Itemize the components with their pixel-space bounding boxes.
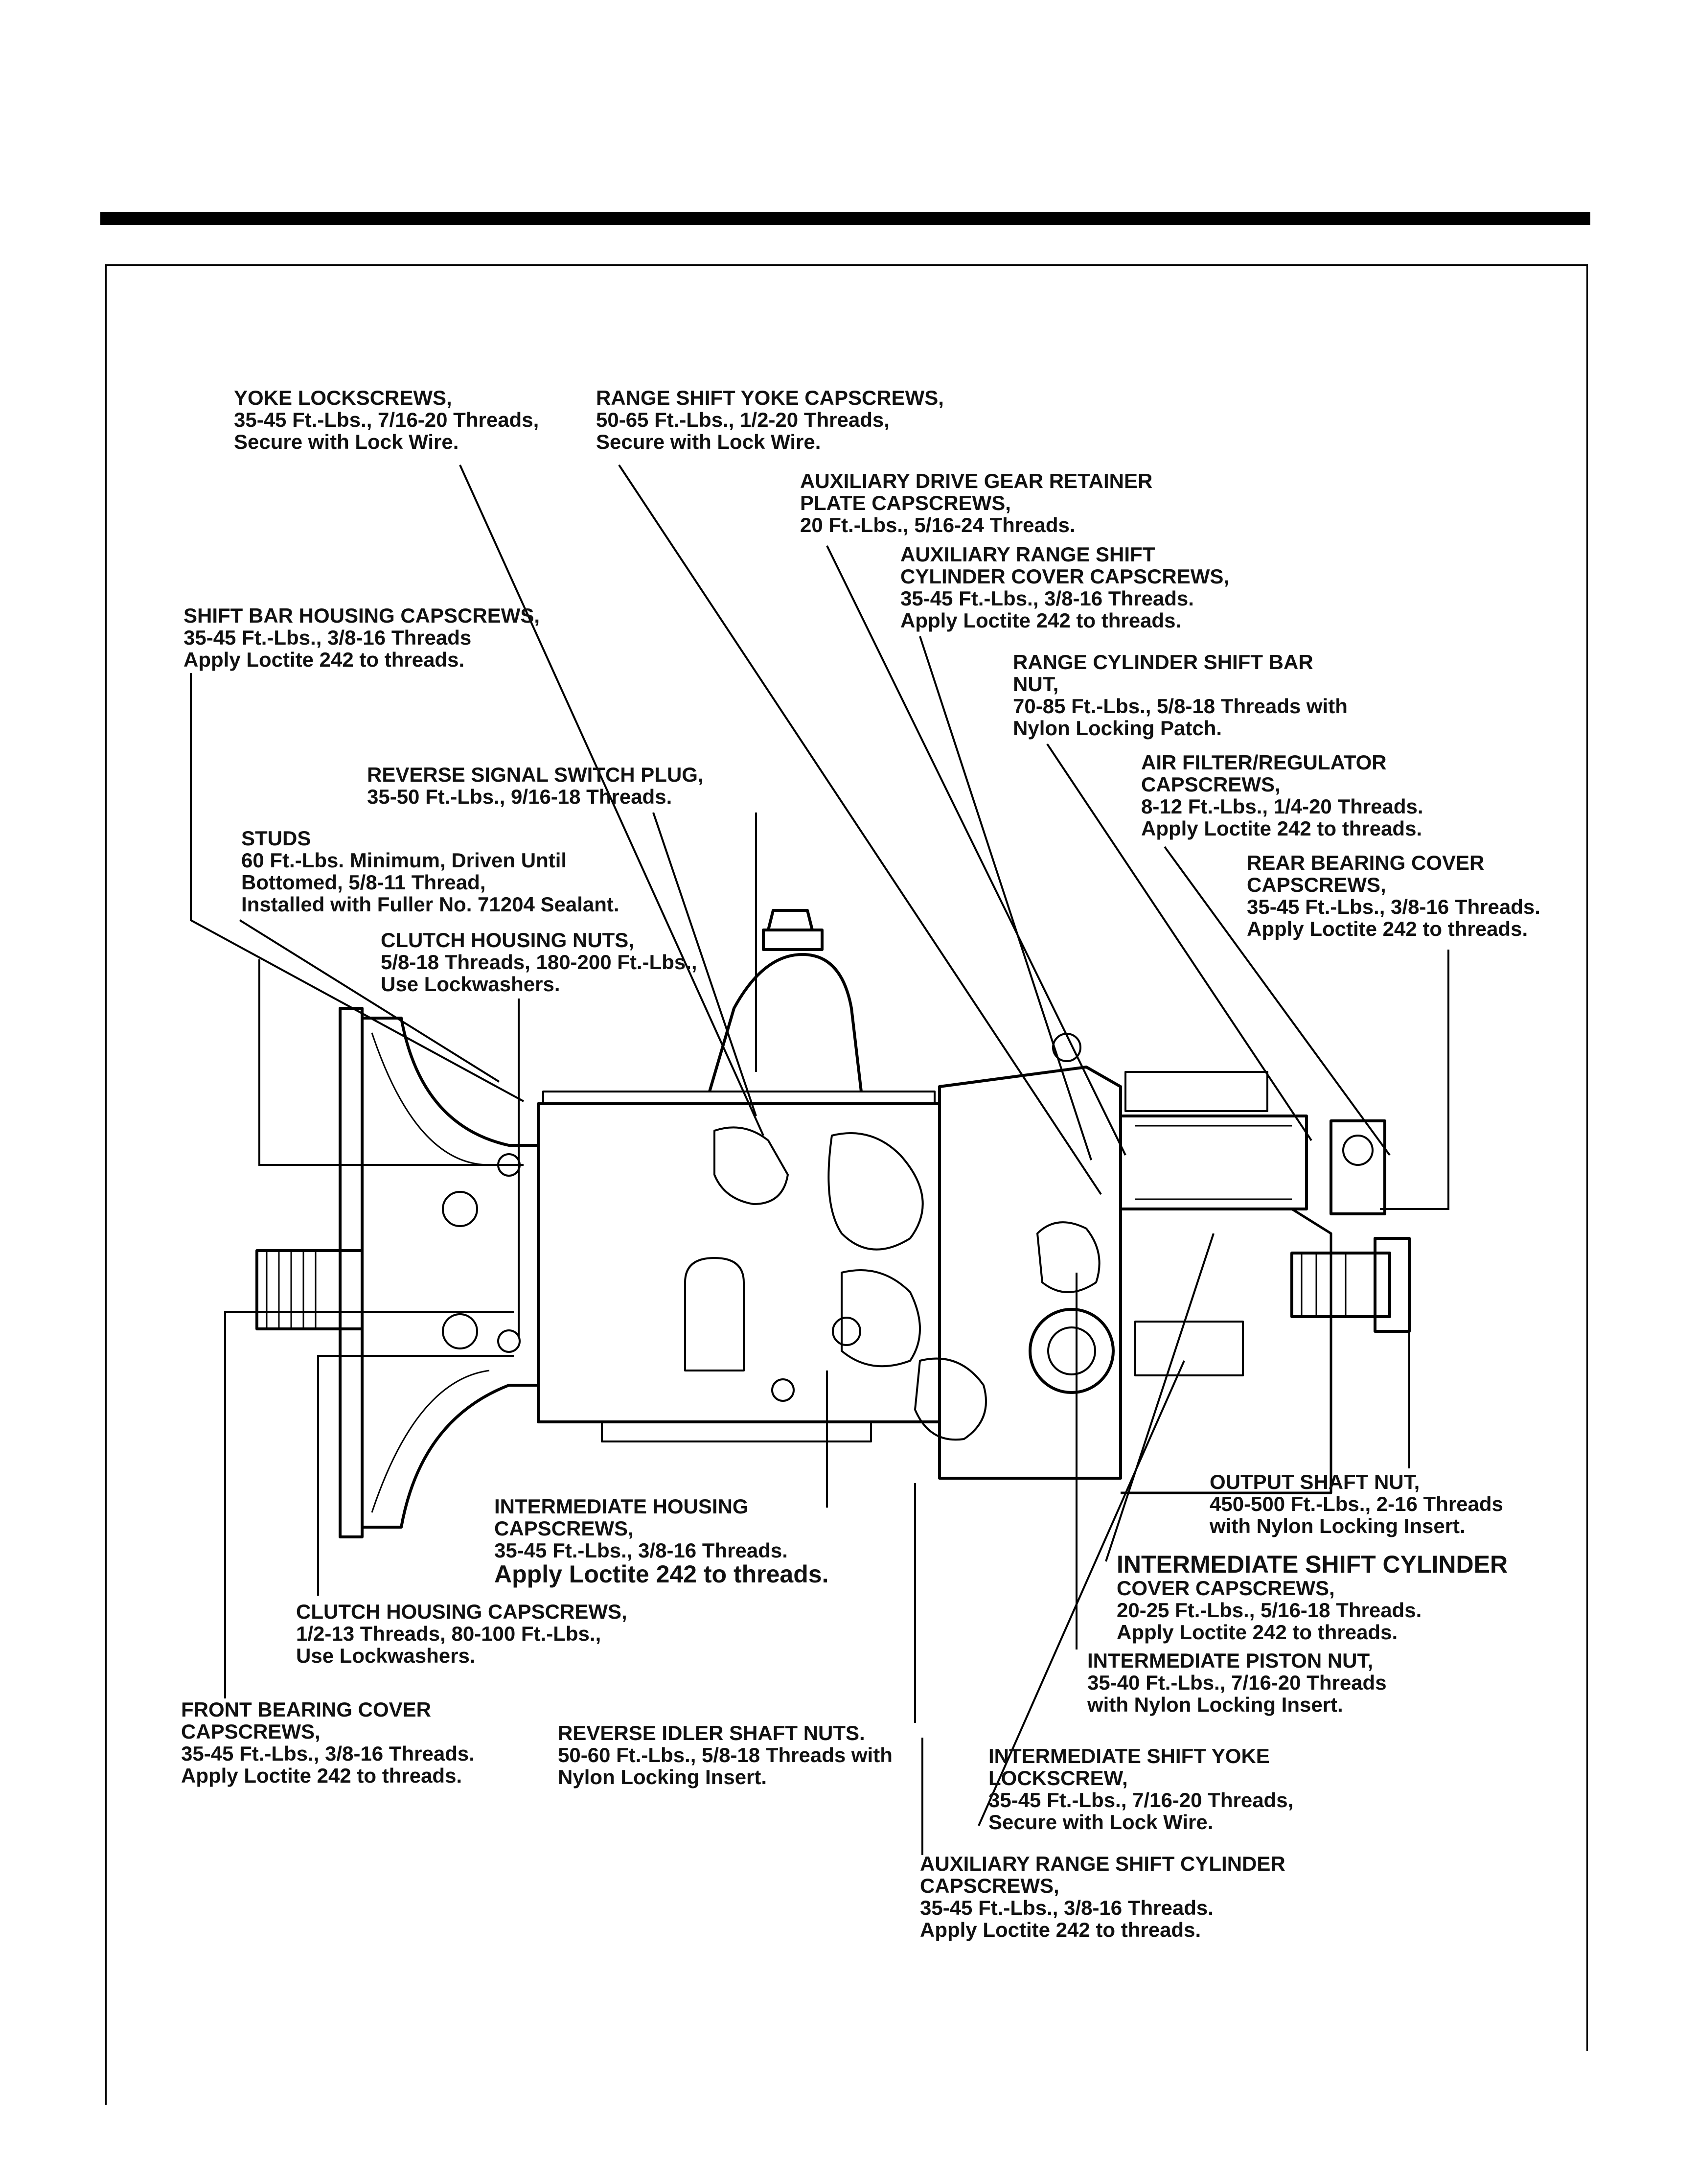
output-shaft (1290, 1252, 1391, 1318)
callout-reverse-idler-shaft-nuts: REVERSE IDLER SHAFT NUTS. 50-60 Ft.-Lbs.… (558, 1721, 893, 1789)
callout-output-shaft-nut: OUTPUT SHAFT NUT, 450-500 Ft.-Lbs., 2-16… (1210, 1470, 1503, 1537)
callout-aux-range-shift-cover: AUXILIARY RANGE SHIFT CYLINDER COVER CAP… (900, 543, 1230, 632)
callout-rear-bearing-cover: REAR BEARING COVER CAPSCREWS, 35-45 Ft.-… (1247, 851, 1540, 940)
main-housing (537, 1102, 941, 1423)
callout-intermediate-housing: INTERMEDIATE HOUSING CAPSCREWS, 35-45 Ft… (494, 1495, 829, 1588)
callout-clutch-housing-nuts: CLUTCH HOUSING NUTS, 5/8-18 Threads, 180… (381, 929, 697, 996)
frame-left-border (105, 264, 107, 2105)
callout-air-filter-regulator: AIR FILTER/REGULATOR CAPSCREWS, 8-12 Ft.… (1141, 751, 1423, 840)
header-rule (100, 212, 1590, 225)
frame-top-border (105, 264, 1588, 266)
callout-front-bearing-cover: FRONT BEARING COVER CAPSCREWS, 35-45 Ft.… (181, 1698, 475, 1787)
auxiliary-housing (938, 1066, 1122, 1480)
callout-studs: STUDS 60 Ft.-Lbs. Minimum, Driven Until … (241, 827, 619, 916)
callout-shift-bar-housing: SHIFT BAR HOUSING CAPSCREWS, 35-45 Ft.-L… (183, 604, 540, 671)
callout-intermediate-shift-yoke-lockscrew: INTERMEDIATE SHIFT YOKE LOCKSCREW, 35-45… (988, 1744, 1294, 1834)
callout-clutch-housing-capscrews: CLUTCH HOUSING CAPSCREWS, 1/2-13 Threads… (296, 1600, 627, 1667)
callout-range-cylinder-shift-bar-nut: RANGE CYLINDER SHIFT BAR NUT, 70-85 Ft.-… (1013, 651, 1348, 740)
callout-intermediate-piston-nut: INTERMEDIATE PISTON NUT, 35-40 Ft.-Lbs.,… (1087, 1649, 1387, 1716)
callout-aux-drive-gear-retainer: AUXILIARY DRIVE GEAR RETAINER PLATE CAPS… (800, 469, 1153, 536)
callout-range-shift-yoke-capscrews: RANGE SHIFT YOKE CAPSCREWS, 50-65 Ft.-Lb… (596, 386, 944, 453)
shift-tower (708, 953, 863, 1092)
range-cylinder (1119, 1115, 1308, 1210)
leader-lines (190, 464, 1449, 1855)
callout-intermediate-shift-cylinder-cover: INTERMEDIATE SHIFT CYLINDER COVER CAPSCR… (1117, 1551, 1508, 1644)
input-shaft (255, 1249, 364, 1330)
callout-aux-range-shift-cylinder-capscrews: AUXILIARY RANGE SHIFT CYLINDER CAPSCREWS… (920, 1852, 1285, 1941)
callout-reverse-signal-switch: REVERSE SIGNAL SWITCH PLUG, 35-50 Ft.-Lb… (367, 763, 704, 808)
clutch-housing (339, 1007, 364, 1538)
air-filter (1330, 1119, 1386, 1215)
callout-yoke-lockscrews: YOKE LOCKSCREWS, 35-45 Ft.-Lbs., 7/16-20… (234, 386, 539, 453)
frame-right-border (1586, 264, 1588, 2051)
